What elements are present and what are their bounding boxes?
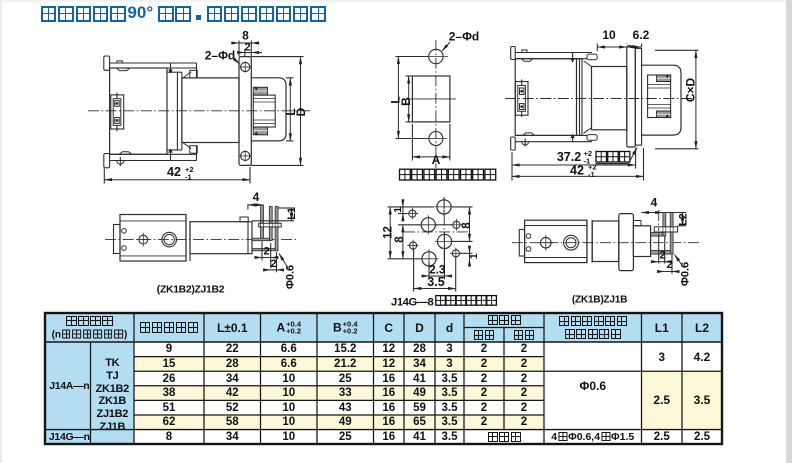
svg-text:2: 2 (659, 250, 665, 262)
svg-text:4: 4 (253, 190, 260, 204)
svg-text:37.2: 37.2 (557, 150, 581, 164)
svg-text:2: 2 (263, 246, 269, 258)
svg-text:2: 2 (270, 258, 276, 270)
svg-text:10: 10 (602, 28, 616, 42)
svg-text:3.5: 3.5 (427, 275, 444, 289)
svg-text:-1: -1 (588, 170, 595, 179)
svg-text:(ZK1B2)ZJ1B2: (ZK1B2)ZJ1B2 (157, 285, 225, 296)
svg-text:L: L (389, 96, 403, 103)
svg-text:1: 1 (468, 253, 480, 259)
svg-text:2.3: 2.3 (429, 264, 445, 276)
svg-text:+2: +2 (588, 162, 597, 171)
svg-text:8: 8 (461, 222, 473, 229)
svg-text:4: 4 (651, 196, 658, 210)
svg-text:(ZK1B)ZJ1B: (ZK1B)ZJ1B (572, 295, 627, 306)
svg-text:8: 8 (394, 236, 406, 243)
svg-text:Φ0.6: Φ0.6 (679, 262, 691, 286)
svg-text:6.2: 6.2 (633, 28, 650, 42)
svg-text:1: 1 (392, 207, 404, 213)
svg-text:2–Φd: 2–Φd (449, 30, 480, 44)
svg-text:Φ0.6: Φ0.6 (284, 265, 296, 289)
svg-text:+2: +2 (584, 149, 593, 158)
svg-text:A: A (432, 153, 441, 167)
svg-text:2: 2 (244, 42, 250, 54)
svg-text:-1: -1 (185, 172, 192, 181)
svg-text:J14G—8: J14G—8 (391, 296, 434, 308)
svg-text:8: 8 (242, 29, 249, 43)
svg-text:L1: L1 (286, 207, 298, 220)
svg-text:C×D: C×D (683, 77, 697, 102)
svg-text:42: 42 (167, 165, 181, 179)
svg-text:B: B (399, 97, 413, 106)
svg-text:2–Φd: 2–Φd (205, 49, 236, 63)
svg-text:-1: -1 (584, 156, 591, 165)
svg-text:2: 2 (666, 259, 672, 271)
svg-text:L2: L2 (678, 213, 690, 226)
svg-text:+2: +2 (185, 165, 194, 174)
svg-text:L: L (284, 108, 298, 115)
svg-text:D: D (294, 107, 308, 116)
svg-text:12: 12 (383, 226, 395, 239)
svg-text:42: 42 (570, 164, 584, 178)
